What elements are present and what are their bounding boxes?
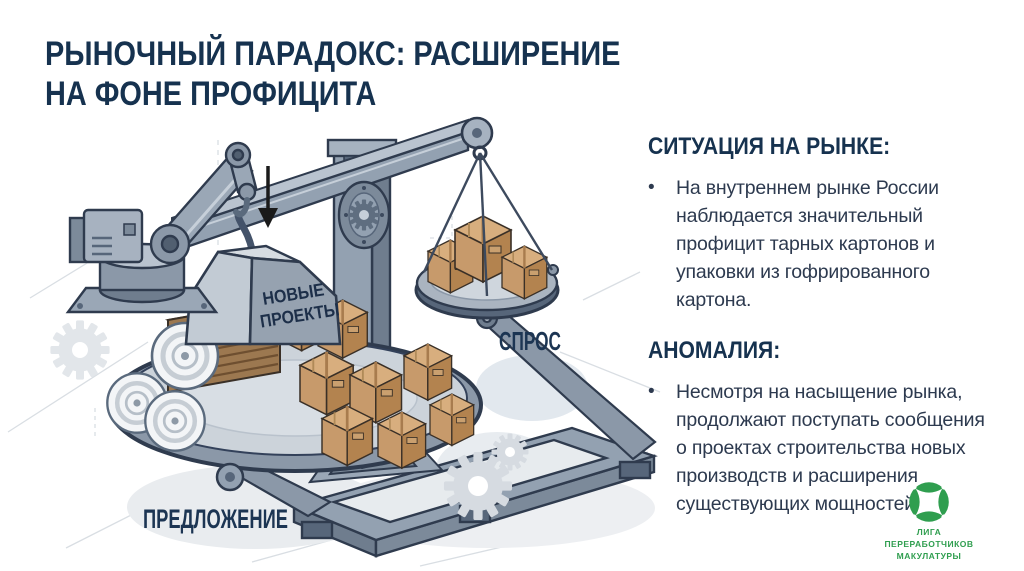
section-bullet-text: На внутреннем рынке России наблюдается з… — [676, 177, 939, 311]
column-medallion — [337, 180, 391, 250]
section-anomaly: АНОМАЛИЯ: • Несмотря на насыщение рынка,… — [648, 337, 1000, 518]
recycle-logo-icon — [909, 482, 949, 523]
page-title: РЫНОЧНЫЙ ПАРАДОКС: РАСШИРЕНИЕ НА ФОНЕ ПР… — [45, 35, 621, 114]
org-logo-text: ЛИГА ПЕРЕРАБОТЧИКОВ МАКУЛАТУРЫ — [884, 527, 974, 562]
list-item: • Несмотря на насыщение рынка, продолжаю… — [648, 378, 1000, 518]
new-projects-weight: НОВЫЕ ПРОЕКТЫ — [184, 210, 342, 346]
demand-label: СПРОС — [499, 326, 561, 356]
section-heading: СИТУАЦИЯ НА РЫНКЕ: — [648, 133, 891, 160]
bullet-marker: • — [648, 381, 655, 402]
list-item: • На внутреннем рынке России наблюдается… — [648, 174, 1000, 314]
gear-icon — [443, 433, 529, 521]
down-arrow-icon — [258, 166, 278, 228]
pan-strings — [422, 152, 554, 297]
section-heading: АНОМАЛИЯ: — [648, 337, 781, 364]
text-column: СИТУАЦИЯ НА РЫНКЕ: • На внутреннем рынке… — [648, 133, 1000, 518]
section-bullet-text: Несмотря на насыщение рынка, продолжают … — [676, 381, 985, 515]
gear-icon — [50, 320, 110, 380]
supply-label: ПРЕДЛОЖЕНИЕ — [143, 504, 288, 534]
section-market-situation: СИТУАЦИЯ НА РЫНКЕ: • На внутреннем рынке… — [648, 133, 1000, 314]
org-logo: ЛИГА ПЕРЕРАБОТЧИКОВ МАКУЛАТУРЫ — [854, 480, 1004, 563]
bullet-marker: • — [648, 177, 655, 198]
robot-arm-icon — [65, 141, 258, 314]
